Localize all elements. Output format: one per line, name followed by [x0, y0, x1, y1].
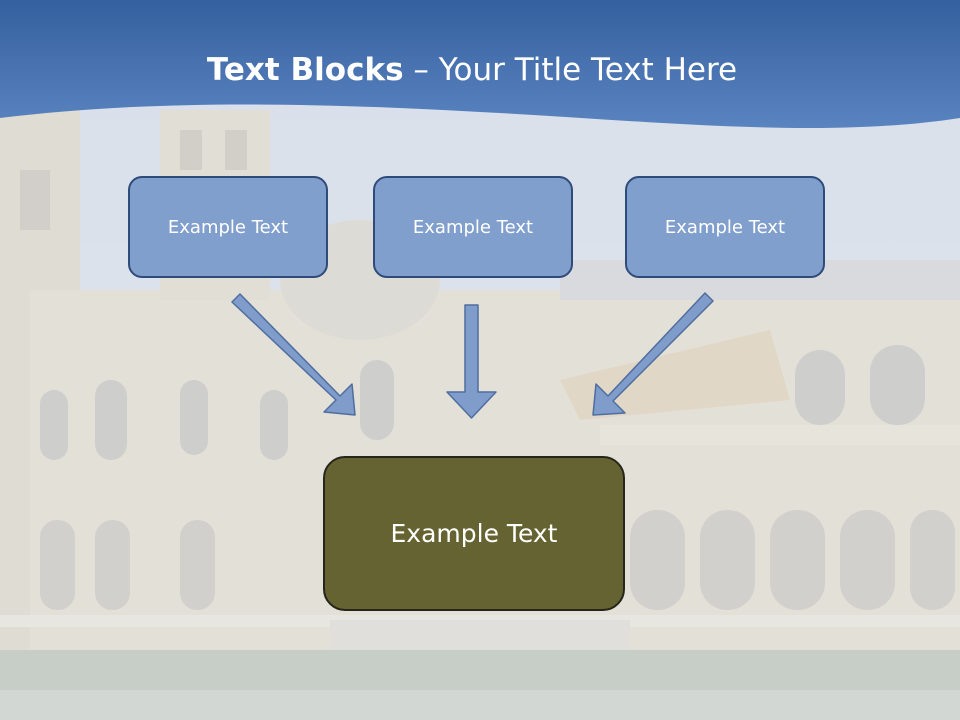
arrow-middle [446, 304, 497, 419]
text-block-1-label: Example Text [167, 216, 289, 238]
center-text-block-label: Example Text [390, 519, 558, 548]
arrow-left [231, 293, 356, 416]
center-text-block[interactable]: Example Text [323, 456, 625, 611]
slide-title: Text Blocks – Your Title Text Here [0, 52, 944, 88]
text-block-2-label: Example Text [412, 216, 534, 238]
header-wave-band [0, 0, 960, 128]
title-dash: – [403, 52, 439, 88]
text-block-2[interactable]: Example Text [373, 176, 573, 278]
title-bold-part: Text Blocks [206, 52, 404, 88]
text-block-1[interactable]: Example Text [128, 176, 328, 278]
text-block-3[interactable]: Example Text [625, 176, 825, 278]
title-rest: Your Title Text Here [438, 52, 738, 88]
arrow-right [592, 292, 714, 416]
text-block-3-label: Example Text [664, 216, 786, 238]
